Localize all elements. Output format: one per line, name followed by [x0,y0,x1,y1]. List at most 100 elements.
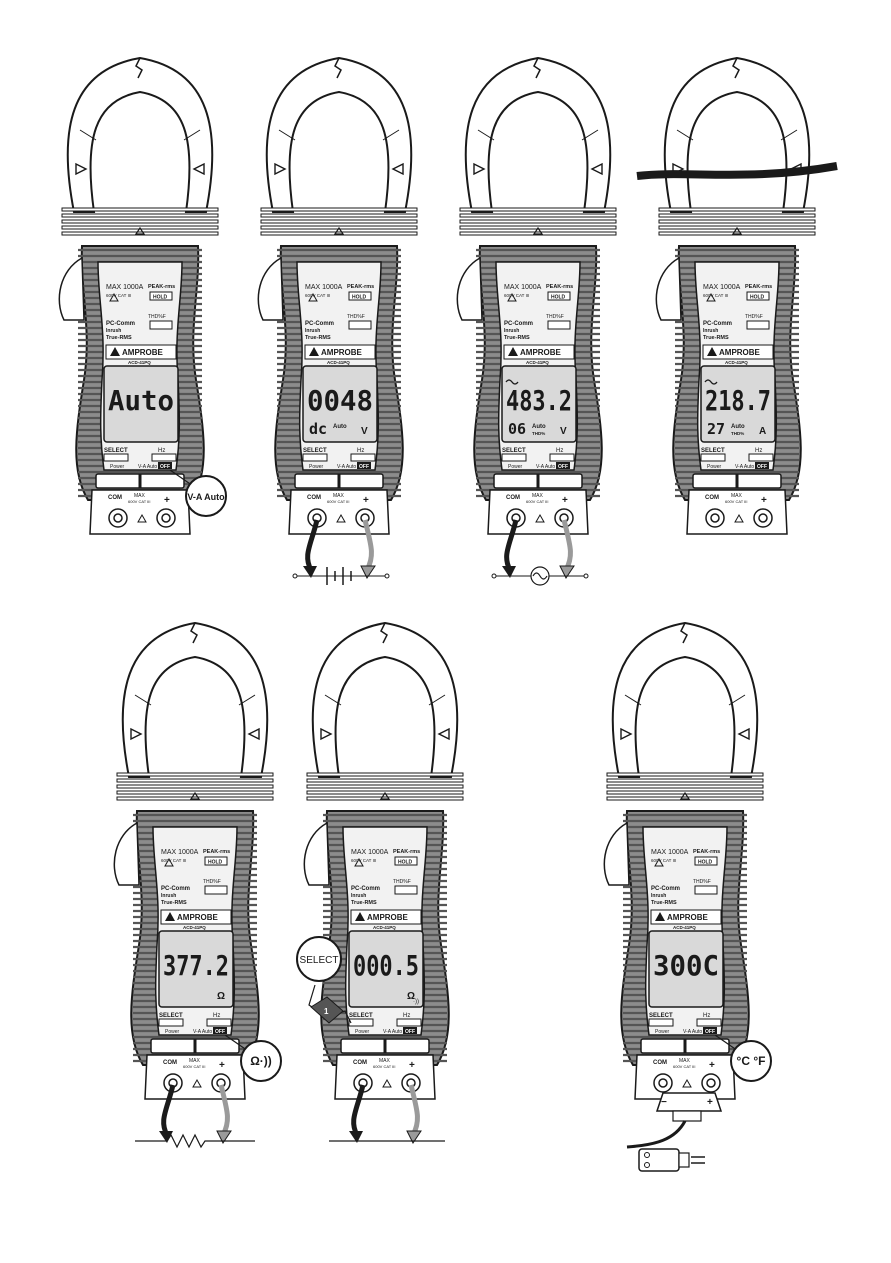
jaw-arrow-right-icon [737,727,750,741]
hz-label: Hz [556,448,563,454]
resistor-icon [135,1133,255,1149]
lcd-display [501,365,577,443]
adapter-socket [672,1110,702,1122]
cat-rating-label: 600V CAT III [504,293,529,298]
thermocouple-wire [626,1120,687,1149]
max-rating-label: MAX 1000A [305,284,343,291]
jack-cat-label: 600V CAT III [327,499,350,504]
warning-icon [654,857,664,867]
lcd-display [348,930,424,1008]
sine-wave-icon [532,572,548,580]
jaw-line [79,129,201,141]
va-auto-label: V-A Auto [138,464,157,470]
thd-label: THD%F [203,879,221,885]
jaw-rib [658,213,816,218]
lcd-main-reading: 218.7 [705,384,771,417]
plus-label: + [761,495,767,506]
cat-rating-label: 600V CAT III [161,858,186,863]
jack-cat-label: 600V CAT III [183,1064,206,1069]
thd-label: THD%F [745,314,763,320]
com-label: COM [653,1060,667,1066]
thd-button [746,320,770,330]
black-probe-tip [159,1131,173,1143]
thd-label: THD%F [546,314,564,320]
brand-name: AMPROBE [321,348,363,357]
lcd-display [158,930,234,1008]
select-label: SELECT [701,448,725,454]
hz-label: Hz [755,448,762,454]
cat-rating-label: 600V CAT III [703,293,728,298]
jack-cat-label: 600V CAT III [128,499,151,504]
function-callout-label: V-A Auto [187,492,225,502]
max-jack-label: MAX [679,1058,691,1064]
hold-button [348,291,372,301]
adapter-plus-label: + [707,1097,713,1108]
brand-name: AMPROBE [520,348,562,357]
select-label: SELECT [104,448,128,454]
function-callout-label: Ω·)) [250,1054,272,1068]
brand-logo-icon [508,347,518,356]
cat-rating-label: 600V CAT III [351,858,376,863]
hold-button [694,856,718,866]
peak-label: PEAK-rms [347,284,374,290]
off-indicator [703,1027,717,1034]
jaw-arrow-left-icon [473,162,486,176]
hold-button [547,291,571,301]
black-probe-tip [303,566,317,578]
jack-cat-label: 600V CAT III [725,499,748,504]
thermocouple-plug [638,1148,680,1172]
jaw-trigger [603,821,630,886]
circuit-node [583,573,589,579]
true-rms-label: True-RMS [651,900,677,906]
lcd-thd-flag: THD% [532,431,545,436]
pc-comm-label: PC-Comm [351,886,380,892]
jaw-center-mark-icon [379,791,391,800]
jaw-rib [260,207,418,212]
plus-jack-hole [758,513,768,523]
jaw-rib [606,778,764,783]
power-label: Power [655,1029,670,1035]
jack-cat-label: 600V CAT III [526,499,549,504]
true-rms-label: True-RMS [351,900,377,906]
thermocouple-adapter [655,1092,723,1112]
jaw-rib [260,219,418,224]
true-rms-label: True-RMS [703,335,729,341]
jaw-rib [306,784,464,789]
jack-warning-icon [192,1078,202,1088]
thd-button [348,320,372,330]
cat-rating-label: 600V CAT III [106,293,131,298]
plus-label: + [709,1060,715,1071]
inrush-label: Inrush [651,893,666,899]
hold-button [149,291,173,301]
va-auto-label: V-A Auto [193,1029,212,1035]
jack-warning-icon [535,513,545,523]
brand-plate [350,909,422,925]
jaw-trigger [257,256,284,321]
inrush-label: Inrush [161,893,176,899]
lcd-auto-flag: Auto [532,424,546,430]
jack-warning-icon [734,513,744,523]
jaw-trigger [303,821,330,886]
jaw-arrow-left-icon [320,727,333,741]
lcd-beep-icon: ·)) [413,999,419,1005]
lcd-sub-reading: 27 [707,420,725,438]
warning-icon [706,292,716,302]
va-auto-label: V-A Auto [337,464,356,470]
cat-rating-label: 600V CAT III [651,858,676,863]
select-label: SELECT [349,1013,373,1019]
brand-logo-icon [110,347,120,356]
brand-plate [503,344,575,360]
true-rms-label: True-RMS [305,335,331,341]
peak-label: PEAK-rms [203,849,230,855]
inrush-label: Inrush [106,328,121,334]
plus-jack-hole [161,513,171,523]
hold-label: HOLD [551,295,566,301]
function-callout-label: °C °F [737,1054,766,1068]
ac-indicator-icon [505,379,519,385]
off-label: OFF [705,1029,715,1035]
hold-label: HOLD [750,295,765,301]
